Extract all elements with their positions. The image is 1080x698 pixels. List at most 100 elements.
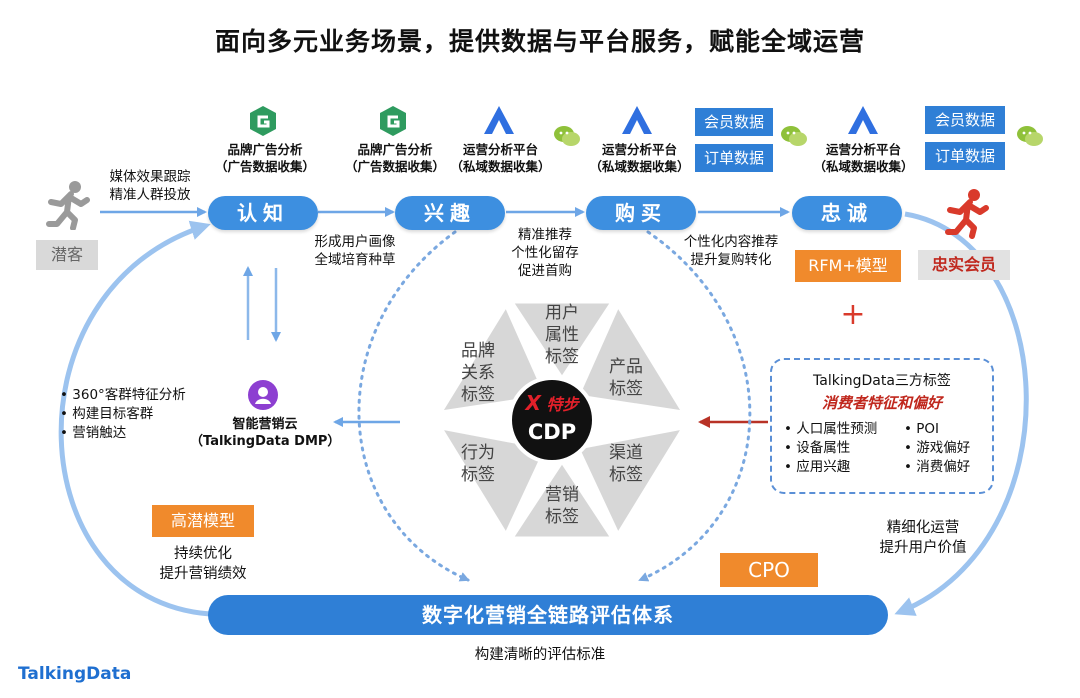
list-item: • 消费偏好 bbox=[904, 459, 971, 475]
content-note: 个性化内容推荐 提升复购转化 bbox=[666, 233, 796, 269]
stage-purchase: 购买 bbox=[586, 196, 696, 230]
xtep-logo: X 特步 bbox=[525, 391, 579, 415]
hex-label-behavior: 行为标签 bbox=[461, 443, 495, 485]
list-item: • 设备属性 bbox=[784, 440, 851, 456]
order-data-tag: 订单数据 bbox=[925, 142, 1005, 170]
third-party-title: TalkingData三方标签 bbox=[813, 373, 951, 389]
dmp-sub: （TalkingData DMP） bbox=[190, 434, 341, 449]
note-line: 提升用户价值 bbox=[879, 540, 967, 556]
running-person-gray-icon bbox=[46, 181, 90, 230]
wechat-icon bbox=[1017, 126, 1043, 146]
evaluation-system-bar: 数字化营销全链路评估体系 bbox=[208, 595, 888, 635]
stage-awareness: 认知 bbox=[208, 196, 318, 230]
list-item: • 游戏偏好 bbox=[904, 440, 971, 456]
hex-segment-bottom-left bbox=[437, 425, 549, 538]
source-name: 运营分析平台 bbox=[462, 142, 538, 157]
standard-note: 构建清晰的评估标准 bbox=[474, 647, 606, 663]
loop-left-arrow bbox=[58, 220, 211, 617]
optimize-note: 持续优化 提升营销绩效 bbox=[140, 544, 266, 584]
source-name: 品牌广告分析 bbox=[227, 142, 303, 157]
hex-segment-bottom-right bbox=[575, 425, 687, 538]
list-item: • 360°客群特征分析 bbox=[60, 387, 186, 403]
cdp-label: CDP bbox=[527, 420, 577, 444]
hex-segment-top-left bbox=[438, 302, 549, 414]
a-logo-icon bbox=[484, 106, 514, 134]
order-data-tag: 订单数据 bbox=[695, 144, 773, 172]
note-line: 媒体效果跟踪 bbox=[109, 169, 191, 185]
hex-segment-top-right bbox=[575, 302, 686, 414]
third-party-left-list: • 人口属性预测 • 设备属性 • 应用兴趣 bbox=[784, 420, 877, 477]
loyal-member-tag: 忠实会员 bbox=[918, 250, 1010, 280]
third-party-subtitle: 消费者特征和偏好 bbox=[821, 394, 942, 412]
third-party-right-list: • POI • 游戏偏好 • 消费偏好 bbox=[904, 420, 970, 477]
note-line: 全域培育种草 bbox=[314, 252, 396, 268]
tag-hexagon bbox=[437, 300, 687, 540]
list-item: • POI bbox=[904, 421, 940, 437]
note-line: 促进首购 bbox=[518, 263, 572, 279]
list-item: • 营销触达 bbox=[60, 425, 127, 441]
source-desc: （私域数据收集） bbox=[450, 159, 551, 174]
source-label-5: 运营分析平台 （私域数据收集） bbox=[806, 141, 921, 175]
note-line: 形成用户画像 bbox=[314, 234, 396, 250]
hex-segment-top bbox=[509, 300, 615, 381]
note-line: 精准推荐 bbox=[518, 227, 572, 243]
a-logo-icon bbox=[848, 106, 878, 134]
note-line: 精细化运营 bbox=[886, 520, 960, 536]
hex-label-user-attributes: 用户属性标签 bbox=[545, 303, 579, 367]
cpo-tag: CPO bbox=[720, 553, 818, 587]
source-name: 运营分析平台 bbox=[601, 142, 677, 157]
third-party-tags-box: TalkingData三方标签 消费者特征和偏好 • 人口属性预测 • 设备属性… bbox=[770, 358, 994, 494]
note-line: 提升复购转化 bbox=[690, 252, 772, 268]
note-line: 个性化留存 bbox=[511, 245, 579, 261]
note-line: 持续优化 bbox=[174, 546, 232, 562]
source-desc: （私域数据收集） bbox=[813, 159, 914, 174]
hex-label-channel: 渠道标签 bbox=[609, 443, 643, 485]
source-desc: （广告数据收集） bbox=[344, 159, 445, 174]
note-line: 个性化内容推荐 bbox=[683, 234, 779, 250]
g-logo-icon bbox=[250, 106, 276, 136]
high-potential-model-tag: 高潜模型 bbox=[152, 505, 254, 537]
media-note: 媒体效果跟踪 精准人群投放 bbox=[100, 168, 200, 204]
plus-sign: + bbox=[840, 297, 866, 332]
wechat-icon bbox=[781, 126, 807, 146]
stage-interest: 兴趣 bbox=[395, 196, 505, 230]
source-name: 品牌广告分析 bbox=[357, 142, 433, 157]
member-data-tag: 会员数据 bbox=[695, 108, 773, 136]
rfm-model-tag: RFM+模型 bbox=[795, 250, 901, 282]
page-title: 面向多元业务场景，提供数据与平台服务，赋能全域运营 bbox=[214, 27, 865, 56]
fine-ops-note: 精细化运营 提升用户价值 bbox=[858, 518, 988, 558]
a-logo-icon bbox=[622, 106, 652, 134]
source-desc: （广告数据收集） bbox=[214, 159, 315, 174]
member-data-tag: 会员数据 bbox=[925, 106, 1005, 134]
list-item: • 人口属性预测 bbox=[784, 421, 878, 437]
running-person-red-icon bbox=[945, 189, 989, 239]
hex-label-marketing: 营销标签 bbox=[545, 485, 579, 527]
talkingdata-logo: TalkingData bbox=[18, 664, 132, 684]
potential-customer-tag: 潜客 bbox=[36, 240, 98, 270]
list-item: • 构建目标客群 bbox=[60, 406, 154, 422]
source-label-2: 品牌广告分析 （广告数据收集） bbox=[335, 141, 455, 175]
smart-marketing-cloud-icon bbox=[248, 380, 278, 410]
hex-segment-bottom bbox=[509, 459, 615, 540]
dmp-bullet-list: • 360°客群特征分析 • 构建目标客群 • 营销触达 bbox=[60, 386, 186, 443]
dotted-arc-right bbox=[638, 230, 752, 582]
brand-logo-text: 特步 bbox=[546, 395, 579, 414]
source-label-1: 品牌广告分析 （广告数据收集） bbox=[205, 141, 325, 175]
note-line: 提升营销绩效 bbox=[159, 566, 247, 582]
source-desc: （私域数据收集） bbox=[589, 159, 690, 174]
source-label-4: 运营分析平台 （私域数据收集） bbox=[582, 141, 697, 175]
dotted-arc-left bbox=[357, 230, 470, 582]
stage-loyalty: 忠诚 bbox=[792, 196, 902, 230]
cdp-center bbox=[508, 376, 596, 464]
hex-label-brand-relation: 品牌关系标签 bbox=[461, 341, 495, 405]
note-line: 精准人群投放 bbox=[109, 187, 191, 203]
g-logo-icon bbox=[380, 106, 406, 136]
hex-label-product: 产品标签 bbox=[609, 357, 643, 399]
dmp-name: 智能营销云 bbox=[232, 417, 298, 432]
dmp-label: 智能营销云 （TalkingData DMP） bbox=[190, 416, 340, 450]
loop-right-arrow bbox=[894, 211, 1029, 616]
list-item: • 应用兴趣 bbox=[784, 459, 851, 475]
source-label-3: 运营分析平台 （私域数据收集） bbox=[443, 141, 558, 175]
precise-note: 精准推荐 个性化留存 促进首购 bbox=[495, 226, 595, 280]
